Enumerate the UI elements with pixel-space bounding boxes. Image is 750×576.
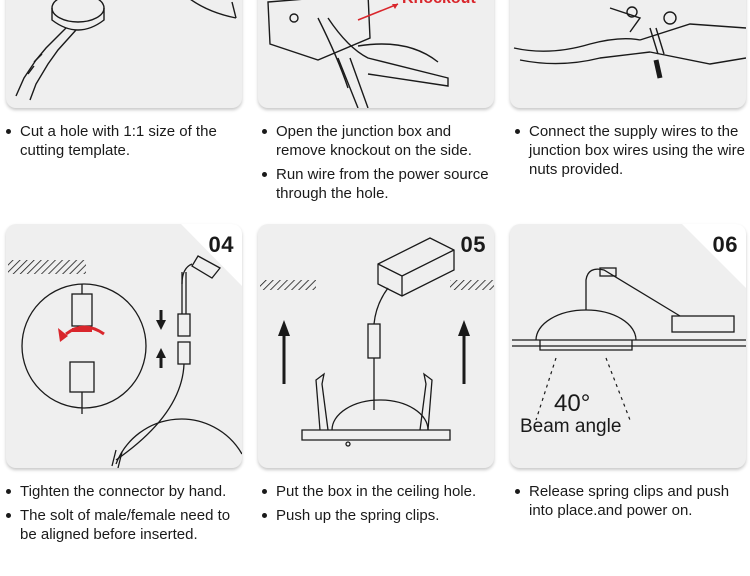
step-6-illustration: 06 40° Beam angle xyxy=(510,224,746,468)
step-number-04: 04 xyxy=(208,232,234,257)
ceiling-install-drawing xyxy=(260,237,494,447)
step-4-bullet-2: The solt of male/female need to be align… xyxy=(6,506,242,544)
step-4-bullet-1: Tighten the connector by hand. xyxy=(6,482,242,501)
step-5-bullet-2: Push up the spring clips. xyxy=(262,506,498,525)
step-2-bullet-1: Open the junction box and remove knockou… xyxy=(262,122,498,160)
step-3-instructions: Connect the supply wires to the junction… xyxy=(515,122,750,184)
step-1-instructions: Cut a hole with 1:1 size of the cutting … xyxy=(6,122,242,165)
step-5-bullet-1: Put the box in the ceiling hole. xyxy=(262,482,498,501)
step-3-bullet-1: Connect the supply wires to the junction… xyxy=(515,122,750,179)
step-6-instructions: Release spring clips and push into place… xyxy=(515,482,750,525)
step-1-bullet-1: Cut a hole with 1:1 size of the cutting … xyxy=(6,122,242,160)
step-2-instructions: Open the junction box and remove knockou… xyxy=(262,122,498,208)
step-5-instructions: Put the box in the ceiling hole. Push up… xyxy=(262,482,498,530)
wire-connection-drawing xyxy=(513,6,746,79)
step-6-bullet-1: Release spring clips and push into place… xyxy=(515,482,750,520)
knockout-callout: Knockout xyxy=(402,0,476,8)
step-2-illustration: Knockout xyxy=(258,0,494,108)
step-5-illustration: 05 xyxy=(258,224,494,468)
step-number-06: 06 xyxy=(712,232,738,257)
step-1-illustration xyxy=(6,0,242,108)
cutting-tool-drawing xyxy=(15,0,237,101)
beam-angle-drawing xyxy=(512,224,746,421)
beam-angle-label: Beam angle xyxy=(520,416,622,437)
connector-tighten-drawing xyxy=(8,224,242,468)
step-4-illustration: 04 xyxy=(6,224,242,468)
step-number-05: 05 xyxy=(460,232,486,257)
step-2-bullet-2: Run wire from the power source through t… xyxy=(262,165,498,203)
step-4-instructions: Tighten the connector by hand. The solt … xyxy=(6,482,242,549)
step-3-illustration xyxy=(510,0,746,108)
junction-box-knockout-drawing xyxy=(267,0,449,108)
beam-angle-value: 40° xyxy=(554,390,591,417)
